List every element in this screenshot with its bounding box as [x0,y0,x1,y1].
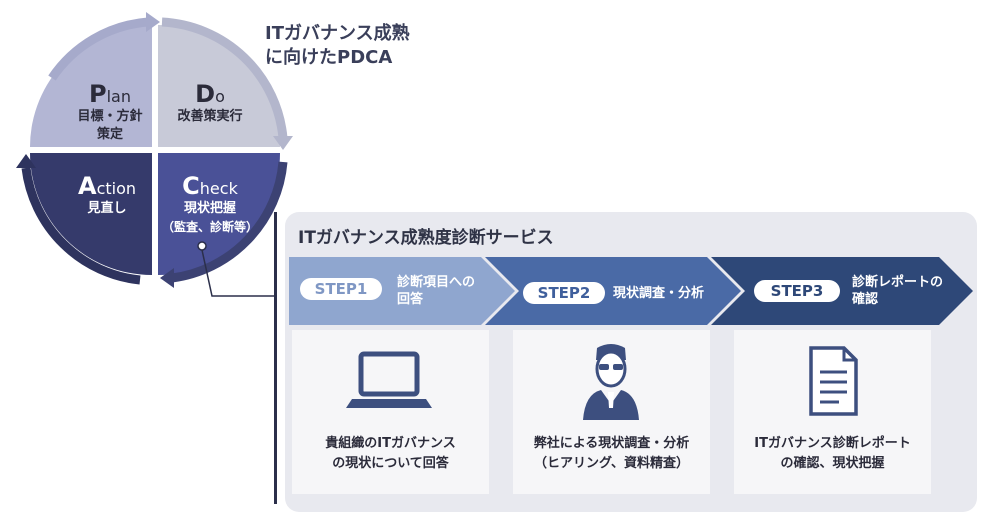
arrow-head-check-to-action [160,268,174,288]
arrow-plan-to-do [48,17,149,81]
connector-line [201,249,276,297]
step3-label: 診断レポートの確認 [852,275,944,307]
step1-label: 診断項目への回答 [397,275,476,307]
step2-label: 現状調査・分析 [613,286,705,301]
step1-tag: STEP1 [300,278,382,300]
diagram-title: ITガバナンス成熟 に向けたPDCA [265,23,410,68]
arrow-head-do-to-check [273,136,293,150]
plan-label: Plan 目標・方針 策定 [77,80,143,142]
service-title: ITガバナンス成熟度診断サービス [298,228,554,248]
step2-tag: STEP2 [523,282,605,304]
check-label: Check 現状把握 （監査、診断等） [161,172,258,234]
do-label: Do 改善策実行 [177,80,243,124]
arrow-head-action-to-plan [16,154,36,168]
card-step3: ITガバナンス診断レポートの確認、現状把握 [734,330,931,494]
plan-quadrant [30,25,152,147]
steps-bar [289,257,973,325]
document-icon [809,346,858,416]
check-quadrant [158,153,280,275]
step2-chevron [485,257,741,325]
pdca-cycle-diagram [16,12,293,288]
action-quadrant [30,153,152,275]
consultant-icon [583,344,639,420]
card-step1: 貴組織のITガバナンスの現状について回答 [292,330,489,494]
arrow-check-to-action [171,161,288,283]
card1-text: 貴組織のITガバナンスの現状について回答 [325,436,456,471]
step3-tag: STEP3 [754,280,840,302]
action-label: Action 見直し [77,172,137,216]
arrow-head-plan-to-do [146,12,160,32]
card-step2: 弊社による現状調査・分析（ヒアリング、資料精査） [513,330,710,494]
do-quadrant [158,25,280,147]
arrow-do-to-check [161,17,288,139]
vertical-connector [274,212,277,504]
step1-chevron [289,257,515,325]
card3-text: ITガバナンス診断レポートの確認、現状把握 [754,436,911,471]
step3-chevron [711,257,973,325]
arrow-action-to-plan [21,167,141,285]
card2-text: 弊社による現状調査・分析（ヒアリング、資料精査） [533,436,690,471]
laptop-icon [346,351,432,408]
